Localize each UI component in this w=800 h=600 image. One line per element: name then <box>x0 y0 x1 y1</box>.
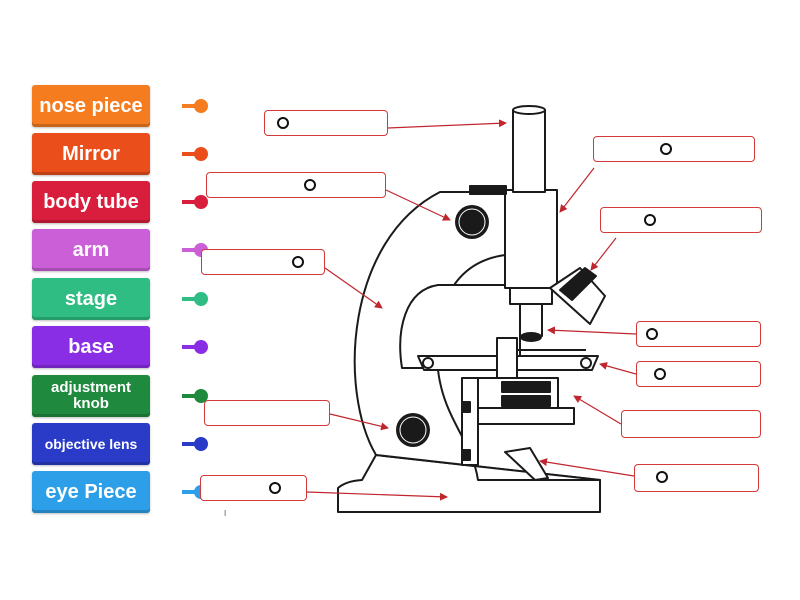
drop-target-eyepiece[interactable] <box>264 110 388 136</box>
leader-body-tube <box>559 167 595 213</box>
microscope-objective-tip <box>520 332 542 342</box>
label-adjustment-knob[interactable]: adjustment knob <box>32 375 208 417</box>
label-connector <box>182 442 198 446</box>
leader-condenser <box>573 395 622 425</box>
drop-target-fine-knob[interactable] <box>204 400 330 426</box>
leader-objective <box>590 237 617 271</box>
target-circle-icon <box>660 143 672 155</box>
leader-eyepiece <box>387 119 507 129</box>
drop-target-coarse-knob[interactable] <box>206 172 386 198</box>
label-connector <box>182 345 198 349</box>
drop-target-objective[interactable] <box>600 207 762 233</box>
drop-target-base[interactable] <box>200 475 307 501</box>
target-circle-icon <box>656 471 668 483</box>
target-circle-icon <box>644 214 656 226</box>
label-connector <box>182 248 198 252</box>
drop-target-nosepiece[interactable] <box>636 321 761 347</box>
leader-arm <box>324 267 383 309</box>
microscope-collar <box>469 185 507 195</box>
target-circle-icon <box>304 179 316 191</box>
label-handle-dot[interactable] <box>194 389 208 403</box>
label-base[interactable]: base <box>32 326 208 368</box>
label-handle-dot[interactable] <box>194 292 208 306</box>
label-objective-lens[interactable]: objective lens <box>32 423 208 465</box>
label-base-text: base <box>68 335 114 358</box>
label-body-tube[interactable]: body tube <box>32 181 208 223</box>
label-arm-text: arm <box>72 238 110 261</box>
label-connector <box>182 297 198 301</box>
microscope-nosepiece <box>509 287 553 305</box>
label-adjustment-knob-text: adjustment knob <box>50 379 131 412</box>
microscope-arm-inner <box>399 284 521 369</box>
stage-clip <box>496 337 518 383</box>
label-mirror-text: Mirror <box>62 142 120 165</box>
target-circle-icon <box>277 117 289 129</box>
microscope-body-tube <box>504 189 558 289</box>
leader-coarse-knob <box>385 189 451 221</box>
label-objective-lens-text: objective lens <box>44 435 138 452</box>
leader-nosepiece-lens <box>547 326 637 335</box>
target-circle-icon <box>654 368 666 380</box>
microscope-eyepiece <box>512 109 546 193</box>
drop-target-body-tube[interactable] <box>593 136 755 162</box>
label-handle-dot[interactable] <box>194 340 208 354</box>
microscope-eyepiece-rim <box>512 105 546 115</box>
label-nose-piece-text: nose piece <box>39 94 143 117</box>
leader-fine-knob <box>329 413 389 431</box>
leader-mirror <box>539 458 635 477</box>
label-eye-piece-text: eye Piece <box>45 480 137 503</box>
microscope-arm <box>353 191 601 481</box>
label-connector <box>182 490 198 494</box>
label-bank: nose piece Mirror body tube arm stage ba… <box>0 0 208 600</box>
leader-base <box>306 491 448 501</box>
drop-target-condenser[interactable] <box>621 410 761 438</box>
microscope-objective <box>519 303 543 337</box>
label-connector <box>182 104 198 108</box>
label-handle-dot[interactable] <box>194 147 208 161</box>
label-body-tube-text: body tube <box>43 190 139 213</box>
label-handle-dot[interactable] <box>194 437 208 451</box>
label-handle-dot[interactable] <box>194 195 208 209</box>
axis-tick: I <box>224 509 226 518</box>
label-stage[interactable]: stage <box>32 278 208 320</box>
label-arm[interactable]: arm <box>32 229 208 271</box>
label-stage-text: stage <box>64 287 118 310</box>
drop-target-stage[interactable] <box>636 361 761 387</box>
label-connector <box>182 152 198 156</box>
microscope-objective-side2 <box>559 267 597 301</box>
label-connector <box>182 200 198 204</box>
label-handle-dot[interactable] <box>194 99 208 113</box>
drop-target-mirror[interactable] <box>634 464 759 492</box>
label-mirror[interactable]: Mirror <box>32 133 208 175</box>
label-nose-piece[interactable]: nose piece <box>32 85 208 127</box>
target-circle-icon <box>269 482 281 494</box>
target-circle-icon <box>292 256 304 268</box>
drop-target-arm[interactable] <box>201 249 325 275</box>
microscope-mirror <box>504 447 549 481</box>
label-connector <box>182 394 198 398</box>
target-circle-icon <box>646 328 658 340</box>
microscope-pillar <box>461 377 479 466</box>
leader-stage <box>599 362 637 375</box>
